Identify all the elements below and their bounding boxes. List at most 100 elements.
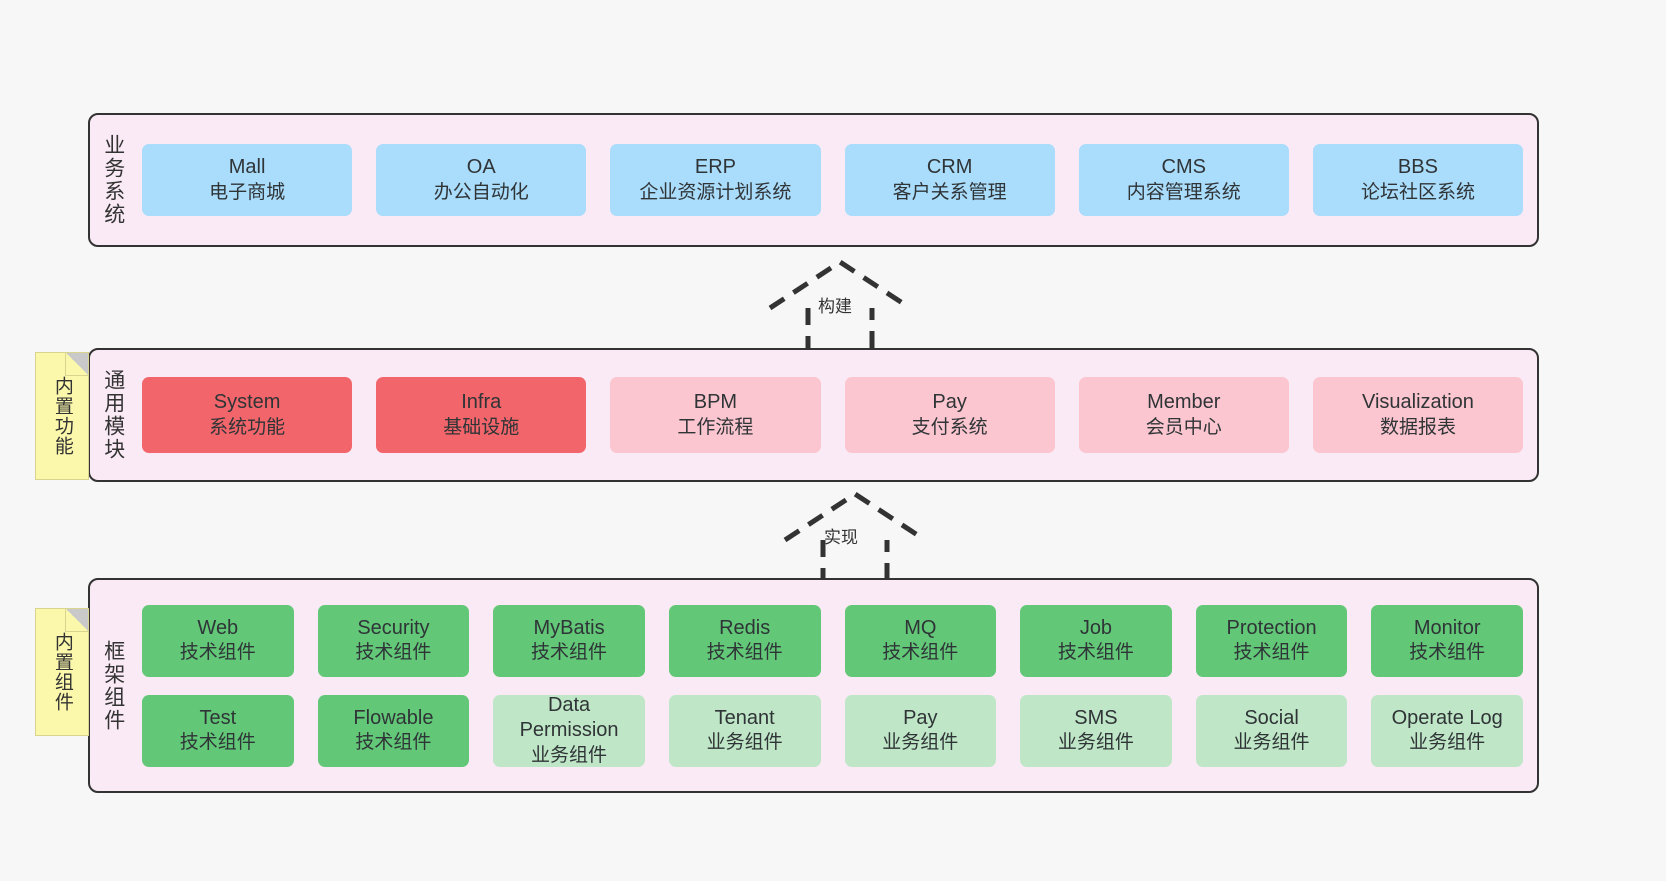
card-web[interactable]: Web 技术组件	[142, 604, 294, 677]
card-title: Operate Log	[1391, 706, 1503, 729]
card-monitor[interactable]: Monitor 技术组件	[1371, 604, 1523, 677]
connector-build-label: 构建	[818, 297, 852, 316]
card-subtitle: 会员中心	[1145, 416, 1222, 438]
card-oa[interactable]: OA 办公自动化	[376, 144, 587, 216]
card-pay[interactable]: Pay 支付系统	[844, 377, 1055, 453]
card-title: Flowable	[353, 706, 434, 729]
card-title: Member	[1147, 391, 1221, 414]
card-subtitle: 基础设施	[443, 416, 520, 438]
card-subtitle: 技术组件	[1057, 642, 1134, 664]
card-cms[interactable]: CMS 内容管理系统	[1078, 144, 1289, 216]
card-subtitle: 业务组件	[1057, 732, 1134, 754]
card-title: Infra	[461, 391, 502, 414]
card-crm[interactable]: CRM 客户关系管理	[844, 144, 1055, 216]
note-builtin-features: 内置功能	[35, 352, 89, 480]
card-row: Mall 电子商城 OA 办公自动化 ERP 企业资源计划系统 CRM 客户关系…	[142, 144, 1524, 216]
card-subtitle: 技术组件	[531, 642, 608, 664]
card-mall[interactable]: Mall 电子商城	[142, 144, 353, 216]
card-security[interactable]: Security 技术组件	[317, 604, 470, 677]
card-subtitle: 客户关系管理	[892, 181, 1007, 203]
card-title: BBS	[1397, 156, 1438, 179]
card-subtitle: 业务组件	[1409, 732, 1486, 754]
card-row: Test 技术组件 Flowable 技术组件 Data Permission …	[142, 693, 1523, 767]
note-fold-corner-icon	[65, 353, 88, 376]
card-mq[interactable]: MQ 技术组件	[844, 604, 997, 677]
card-subtitle: 业务组件	[1233, 732, 1310, 754]
card-subtitle: 技术组件	[179, 642, 256, 664]
card-title: SMS	[1074, 706, 1118, 729]
card-title: Job	[1079, 616, 1113, 639]
card-subtitle: 办公自动化	[433, 181, 529, 203]
card-subtitle: 支付系统	[911, 416, 988, 438]
layer-title-common-modules: 通用模块	[101, 369, 125, 461]
card-subtitle: 业务组件	[882, 732, 959, 754]
card-title: Redis	[719, 616, 771, 639]
card-test[interactable]: Test 技术组件	[142, 694, 294, 767]
card-visualization[interactable]: Visualization 数据报表	[1312, 377, 1524, 453]
card-title: CMS	[1161, 156, 1206, 179]
card-subtitle: 论坛社区系统	[1360, 181, 1475, 203]
card-title: Security	[357, 616, 430, 639]
card-title: Monitor	[1413, 616, 1481, 639]
layer-body-business-systems: Mall 电子商城 OA 办公自动化 ERP 企业资源计划系统 CRM 客户关系…	[136, 115, 1537, 245]
card-subtitle: 技术组件	[355, 732, 432, 754]
card-title: BPM	[693, 391, 738, 414]
card-title: Tenant	[714, 706, 775, 729]
note-builtin-components: 内置组件	[35, 608, 89, 736]
card-mybatis[interactable]: MyBatis 技术组件	[493, 604, 645, 677]
layer-body-framework-components: Web 技术组件 Security 技术组件 MyBatis 技术组件 Redi…	[136, 580, 1537, 791]
card-row: System 系统功能 Infra 基础设施 BPM 工作流程 Pay 支付系统…	[142, 377, 1524, 453]
card-title: Test	[199, 706, 237, 729]
card-subtitle: 电子商城	[209, 181, 286, 203]
card-bpm[interactable]: BPM 工作流程	[610, 377, 821, 453]
card-subtitle: 数据报表	[1379, 416, 1456, 438]
card-subtitle: 业务组件	[706, 732, 783, 754]
card-title: Web	[197, 616, 239, 639]
card-flowable[interactable]: Flowable 技术组件	[317, 694, 470, 767]
card-sms[interactable]: SMS 业务组件	[1020, 694, 1172, 767]
card-title: MyBatis	[533, 616, 605, 639]
card-bbs[interactable]: BBS 论坛社区系统	[1312, 144, 1524, 216]
layer-common-modules: 通用模块 System 系统功能 Infra 基础设施 BPM 工作流程 Pay…	[88, 348, 1539, 482]
layer-framework-components: 框架组件 Web 技术组件 Security 技术组件 MyBatis 技术组件…	[88, 578, 1539, 793]
card-title: ERP	[694, 156, 736, 179]
connector-realize-label: 实现	[824, 528, 858, 547]
card-system[interactable]: System 系统功能	[142, 377, 353, 453]
card-member[interactable]: Member 会员中心	[1078, 377, 1289, 453]
card-subtitle: 工作流程	[677, 416, 754, 438]
card-title: MQ	[904, 616, 937, 639]
card-row: Web 技术组件 Security 技术组件 MyBatis 技术组件 Redi…	[142, 604, 1523, 677]
card-title: Pay	[903, 706, 938, 729]
card-subtitle: 企业资源计划系统	[639, 181, 792, 203]
card-tenant[interactable]: Tenant 业务组件	[668, 694, 821, 767]
card-subtitle: 技术组件	[706, 642, 783, 664]
card-subtitle: 内容管理系统	[1126, 181, 1241, 203]
card-title: Mall	[228, 156, 266, 179]
card-data-permission[interactable]: Data Permission 业务组件	[493, 693, 645, 767]
note-label: 内置组件	[51, 632, 73, 712]
card-subtitle: 技术组件	[1233, 642, 1310, 664]
card-redis[interactable]: Redis 技术组件	[668, 604, 821, 677]
card-job[interactable]: Job 技术组件	[1020, 604, 1172, 677]
card-pay-business[interactable]: Pay 业务组件	[844, 694, 997, 767]
card-operate-log[interactable]: Operate Log 业务组件	[1371, 694, 1523, 767]
card-title: Social	[1244, 706, 1299, 729]
card-subtitle: 技术组件	[1409, 642, 1486, 664]
layer-body-common-modules: System 系统功能 Infra 基础设施 BPM 工作流程 Pay 支付系统…	[136, 350, 1537, 480]
card-social[interactable]: Social 业务组件	[1195, 694, 1348, 767]
card-title: System	[213, 391, 281, 414]
card-erp[interactable]: ERP 企业资源计划系统	[610, 144, 821, 216]
card-subtitle: 技术组件	[882, 642, 959, 664]
card-title: CRM	[926, 156, 973, 179]
note-label: 内置功能	[51, 376, 73, 456]
note-fold-corner-icon	[65, 609, 88, 632]
card-subtitle: 技术组件	[179, 732, 256, 754]
card-title: Visualization	[1361, 391, 1474, 414]
card-title: Data Permission	[519, 693, 619, 742]
card-subtitle: 业务组件	[531, 744, 608, 766]
card-infra[interactable]: Infra 基础设施	[376, 377, 587, 453]
card-title: Pay	[932, 391, 967, 414]
card-protection[interactable]: Protection 技术组件	[1195, 604, 1348, 677]
card-subtitle: 技术组件	[355, 642, 432, 664]
